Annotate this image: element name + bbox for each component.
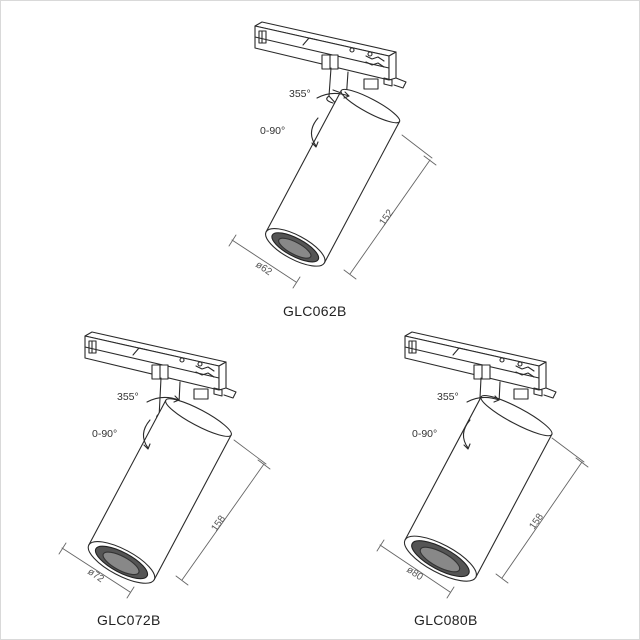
model-label-glc072b: GLC072B — [97, 612, 161, 628]
tilt-arrow-icon — [462, 419, 471, 450]
rotation-arrow-icon — [466, 395, 500, 403]
track-adapter — [404, 331, 557, 400]
dimension-diameter — [228, 234, 301, 289]
rotation-label: 355° — [117, 391, 139, 403]
dimension-length — [343, 134, 437, 280]
tilt-arrow-icon — [142, 419, 151, 450]
diameter-dimension-label: ø80 — [404, 564, 425, 583]
tilt-label: 0-90° — [412, 428, 437, 440]
model-label-glc062b: GLC062B — [283, 303, 347, 319]
track-adapter — [254, 21, 407, 90]
dimension-length — [495, 437, 589, 584]
rotation-label: 355° — [289, 88, 311, 100]
spotlight-body — [265, 88, 401, 267]
spotlight-body — [87, 398, 232, 584]
dimension-diameter — [58, 542, 135, 599]
spotlight-body — [403, 394, 553, 582]
tilt-label: 0-90° — [260, 125, 285, 137]
rotation-arrow-icon — [316, 91, 350, 99]
dimension-length — [175, 439, 271, 586]
track-adapter — [84, 331, 237, 400]
model-label-glc080b: GLC080B — [414, 612, 478, 628]
tilt-label: 0-90° — [92, 428, 117, 440]
rotation-arrow-icon — [146, 395, 180, 403]
length-dimension-label: 158 — [527, 511, 546, 531]
tilt-arrow-icon — [310, 117, 319, 148]
dimension-diameter — [376, 539, 455, 599]
rotation-label: 355° — [437, 391, 459, 403]
